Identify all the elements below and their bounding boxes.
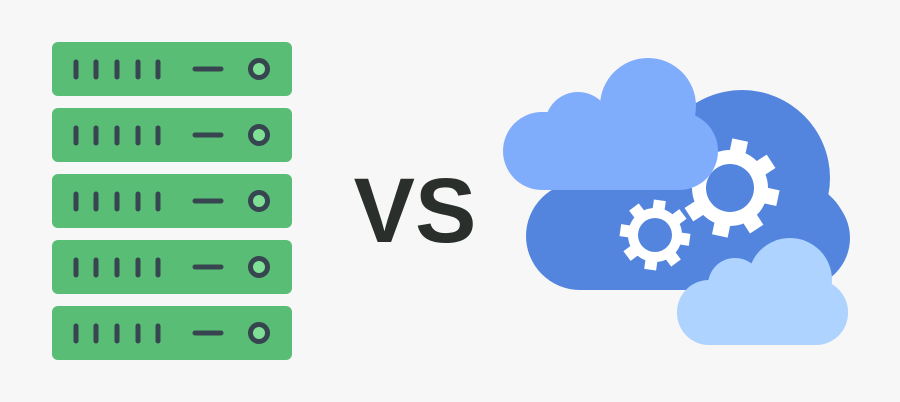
server-body <box>52 306 292 360</box>
status-led <box>248 256 270 278</box>
vs-label: VS <box>354 160 477 262</box>
cloud-computing-icon <box>503 58 850 345</box>
status-led <box>248 190 270 212</box>
server-unit <box>52 108 292 162</box>
gear-icon <box>619 138 780 271</box>
light-cloud <box>503 58 718 190</box>
server-body <box>52 108 292 162</box>
server-rack-icon <box>52 42 292 360</box>
status-led <box>248 322 270 344</box>
server-body <box>52 240 292 294</box>
status-led <box>248 124 270 146</box>
server-unit <box>52 174 292 228</box>
server-body <box>52 174 292 228</box>
server-unit <box>52 240 292 294</box>
server-unit <box>52 306 292 360</box>
pale-cloud <box>677 238 848 345</box>
status-led <box>248 58 270 80</box>
server-unit <box>52 42 292 96</box>
server-body <box>52 42 292 96</box>
gear <box>619 199 691 271</box>
